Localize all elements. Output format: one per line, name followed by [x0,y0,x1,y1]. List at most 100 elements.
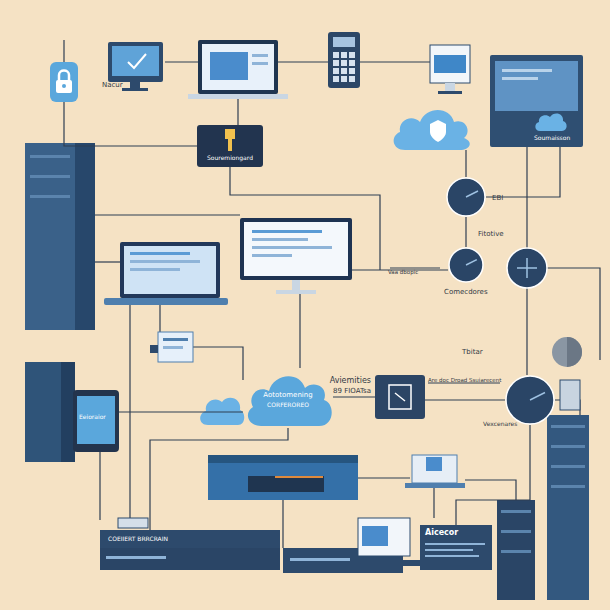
monitor-screen [244,222,348,276]
connector-line [456,425,530,525]
wire [278,61,328,62]
document-line [163,338,188,341]
key [349,76,355,82]
laptop-frame [412,455,457,483]
node-label: Aviemities [317,377,371,385]
node-label: Fitotive [478,231,504,238]
laptop-frame [198,40,278,94]
hub-circle: FitotiveComecdores [448,247,484,283]
screen-line [130,268,180,271]
screen-line [252,62,268,65]
laptop-base [188,94,288,99]
wire [95,261,120,262]
small-device [118,518,148,528]
note-label: Tbitar [462,349,483,356]
note-label: Vaa dbopic [388,270,418,276]
storage-box: Aicecor [420,525,492,570]
calculator-icon [328,32,360,88]
node-shape [448,247,484,283]
chip-mark [395,393,405,401]
lock-hole [62,84,66,88]
hub-symbol [517,258,537,278]
server-tower [497,500,535,600]
node-label: Aototomening [243,392,333,399]
node-label: 89 FIOATsa [317,388,371,395]
node-label: COEIIERT BRRCRAIN [108,536,168,542]
wire [237,99,238,125]
monitor-base [276,290,316,294]
connector-line [486,147,560,197]
wire [358,477,410,478]
monitor-base [122,88,148,91]
key [341,76,347,82]
monitor-icon [352,518,422,566]
circle-outline [449,248,483,282]
connector-line [465,217,466,247]
monitor-screen [495,61,578,111]
screen-line [130,252,190,255]
laptop-frame [120,242,220,298]
wire [165,61,198,62]
calculator-screen [333,37,355,47]
server-slot [551,425,585,428]
node-shape [490,55,583,147]
laptop-screen [426,457,442,471]
key [349,68,355,74]
connector-line [333,396,375,397]
node-shape [73,390,119,452]
server-slot [30,175,70,178]
wire [193,347,243,380]
check-mark [128,54,146,68]
node-label: Comecdores [444,289,488,296]
screen-line [252,238,308,241]
node-label: Aicecor [425,529,458,537]
monitor-screen [434,55,466,73]
rack-box: COEIIERT BRRCRAIN [100,530,280,548]
monitor-stand [130,82,140,88]
node-label: CORFEROREO [243,402,333,408]
node-label: Nacur [102,82,123,89]
hub-circle: EBI [446,177,486,217]
cloud-shape [394,110,470,150]
laptop-screen [124,246,216,294]
security-cloud [394,110,470,150]
rack-slot [106,556,166,559]
connector-line [64,102,197,146]
box-slot [425,555,479,557]
switch-body [208,455,358,500]
node-label: Souremiongard [197,155,263,161]
wire [526,288,527,375]
rack-unit [100,548,280,570]
key [349,52,355,58]
laptop-base [104,298,228,305]
wire [360,61,430,62]
lock-shackle [59,71,69,82]
wire [159,305,160,332]
wire [433,488,434,518]
network-switch [208,455,358,500]
key [341,52,347,58]
tablet-screen [77,396,115,444]
lock-box: Nacur [50,62,78,102]
note-label: Are doc Droad Ssuiarecent [428,378,501,384]
wire [63,40,64,62]
grey-disc-half [567,337,582,367]
wire [465,480,516,500]
screen-line [252,254,292,257]
hub-circle [507,248,547,288]
screen-line [502,77,538,80]
key [333,52,339,58]
monitor-frame [108,42,163,82]
laptop-screen [202,44,274,90]
circle-symbol [466,191,478,197]
switch-panel [248,476,324,492]
key [333,76,339,82]
calculator-body [328,32,360,88]
cloud-node: AototomeningCORFEROREO [243,368,333,428]
screen-line [252,246,332,249]
box-slot [425,549,473,551]
monitor-base [352,560,422,566]
laptop-icon [188,40,288,99]
monitor-frame [430,45,470,83]
server-slot [501,510,531,513]
